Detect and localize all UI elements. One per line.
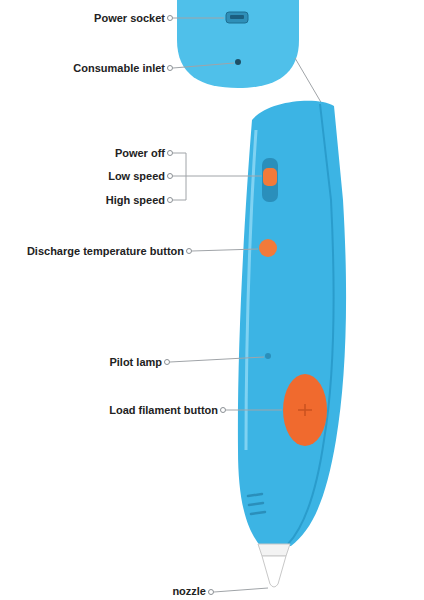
leader-line xyxy=(173,153,186,154)
speed-switch xyxy=(263,168,277,186)
vent xyxy=(251,512,265,514)
pen-body xyxy=(238,101,346,548)
leader-dot xyxy=(165,360,170,365)
leader-dot xyxy=(168,16,173,21)
part-label: Load filament button xyxy=(109,404,218,416)
part-label: Power off xyxy=(115,147,165,159)
usb-socket-inner xyxy=(230,15,244,19)
vent xyxy=(248,494,262,496)
pilot-lamp xyxy=(265,353,271,359)
part-label: Pilot lamp xyxy=(109,356,162,368)
part-label: Power socket xyxy=(94,12,165,24)
leader-dot xyxy=(187,249,192,254)
leader-lines xyxy=(170,18,282,592)
leader-dot xyxy=(168,151,173,156)
top-view-inset xyxy=(177,0,299,88)
pen-seam xyxy=(288,104,334,544)
leader-line xyxy=(226,410,282,411)
leader-line xyxy=(170,357,264,362)
leader-line xyxy=(214,588,268,592)
pen-highlight xyxy=(246,130,256,450)
vents xyxy=(248,494,265,514)
leader-line xyxy=(186,176,262,177)
nozzle-tip xyxy=(262,556,286,587)
vent xyxy=(249,503,263,505)
part-label: nozzle xyxy=(172,585,206,597)
temperature-button xyxy=(259,239,277,257)
switch-slot xyxy=(262,158,278,202)
leader-line xyxy=(192,249,258,251)
part-label: Consumable inlet xyxy=(73,62,165,74)
part-label: Discharge temperature button xyxy=(27,245,184,257)
part-label: High speed xyxy=(106,194,165,206)
nozzle-base xyxy=(258,544,290,556)
leader-dot xyxy=(168,66,173,71)
part-label: Low speed xyxy=(108,170,165,182)
leader-line xyxy=(173,18,224,19)
leader-line xyxy=(173,176,186,177)
leader-line xyxy=(173,63,234,68)
leader-dots xyxy=(165,16,226,595)
usb-socket xyxy=(226,12,248,23)
leader-line xyxy=(173,200,186,201)
load-filament-button xyxy=(283,374,327,446)
leader-dot xyxy=(168,198,173,203)
leader-dot xyxy=(209,590,214,595)
button-mark xyxy=(298,404,312,416)
leader-dot xyxy=(168,174,173,179)
filament-hole xyxy=(235,59,241,65)
leader-dot xyxy=(221,408,226,413)
inset-leader xyxy=(295,58,322,104)
